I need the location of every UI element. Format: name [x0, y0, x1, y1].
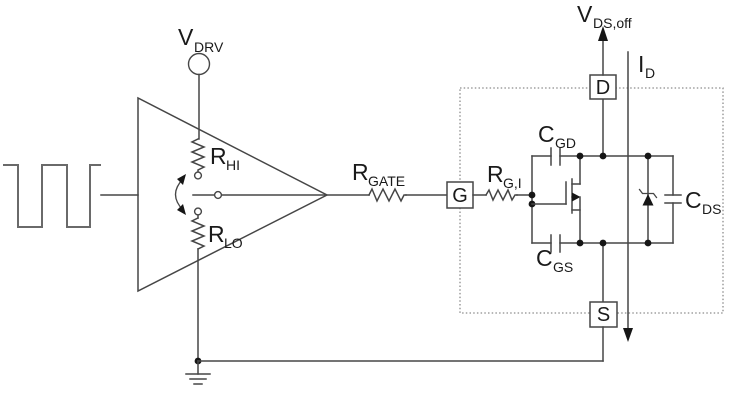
diode-triangle-icon	[642, 194, 654, 206]
drain-terminal-box: D	[589, 74, 617, 100]
id-label-sub: D	[645, 65, 655, 81]
ground-icon	[185, 360, 211, 385]
switch-arrow-icon	[174, 174, 186, 215]
body-diode	[638, 152, 658, 247]
vds-off-annotation: V DS,off	[577, 1, 632, 76]
gate-node-branch	[528, 155, 536, 244]
down-arrow-icon	[623, 328, 633, 342]
switch-contact-hi	[193, 171, 203, 180]
mosfet-body-arrow-icon	[572, 192, 581, 202]
cgs-label-sub: GS	[553, 259, 573, 275]
vdrv-terminal-circle	[187, 52, 211, 76]
mosfet-symbol	[531, 152, 584, 247]
rlo-resistor: R LO	[190, 207, 243, 362]
rgate-label-sub: GATE	[368, 173, 405, 189]
driver-triangle	[137, 96, 329, 293]
cds-label-sub: DS	[702, 201, 721, 217]
up-arrow-icon	[598, 26, 608, 41]
vdrv-source: V DRV	[178, 24, 224, 140]
source-terminal-box: S	[589, 301, 618, 328]
rhi-label-sub: HI	[226, 157, 240, 173]
cgd-label-sub: GD	[555, 135, 576, 151]
gate-terminal-label: G	[452, 185, 468, 207]
source-junction-dot	[599, 239, 607, 247]
rlo-label: R	[208, 221, 225, 247]
rhi-resistor: R HI	[190, 137, 240, 180]
rgate-resistor: R GATE	[352, 159, 448, 203]
rgate-label: R	[352, 159, 369, 185]
drain-terminal-label: D	[596, 77, 610, 99]
rgi-resistor: R G,I	[472, 161, 533, 202]
cgs-label: C	[536, 245, 553, 271]
switch-contact-lo	[193, 207, 203, 216]
id-label: I	[638, 51, 644, 77]
switch-pole	[192, 190, 370, 200]
rhi-label: R	[210, 143, 227, 169]
gate-terminal-box: G	[446, 181, 474, 209]
vdrv-label-sub: DRV	[194, 39, 224, 55]
source-terminal-label: S	[597, 304, 610, 326]
rgi-label: R	[487, 161, 504, 187]
switch-contact-out	[213, 190, 223, 200]
vdrv-label: V	[178, 24, 194, 50]
rgi-label-sub: G,I	[503, 175, 522, 191]
drain-junction-dot	[599, 152, 607, 160]
vds-off-label-sub: DS,off	[593, 15, 632, 31]
id-current-annotation: I D	[623, 51, 655, 342]
rlo-label-sub: LO	[224, 235, 243, 251]
vds-off-label: V	[577, 1, 593, 27]
input-square-wave-icon	[3, 164, 101, 228]
cgd-label: C	[538, 121, 555, 147]
cds-label: C	[685, 187, 702, 213]
mosfet-model-dashed-box	[459, 87, 724, 314]
cds-capacitor: C DS	[664, 155, 721, 244]
